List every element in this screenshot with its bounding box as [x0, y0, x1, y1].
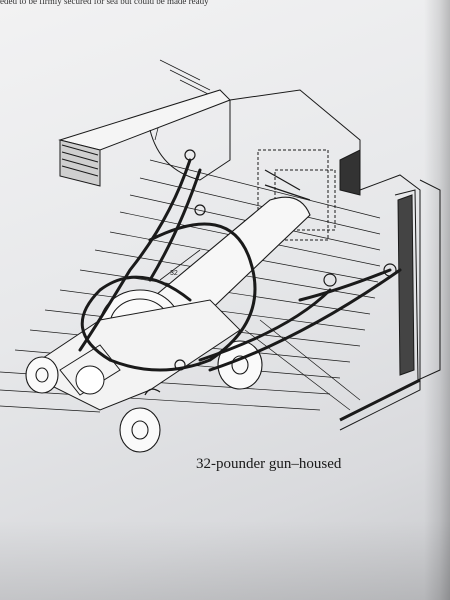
hooks	[144, 149, 397, 396]
page-edge-shadow	[424, 0, 450, 600]
running-text-fragment: eded to be firmly secured for sea but co…	[0, 0, 209, 6]
overhead-beam	[58, 89, 231, 187]
page-bottom-shadow	[0, 520, 450, 600]
svg-text:32: 32	[170, 270, 178, 277]
carriage-wheels	[25, 340, 263, 453]
gun-carriage	[39, 299, 241, 411]
figure-caption: 32-pounder gun–housed	[196, 456, 342, 472]
breeching-ropes	[78, 158, 402, 372]
hull-wall	[229, 89, 441, 431]
cannon-illustration: 32	[0, 59, 441, 453]
deck-planking	[0, 59, 381, 413]
